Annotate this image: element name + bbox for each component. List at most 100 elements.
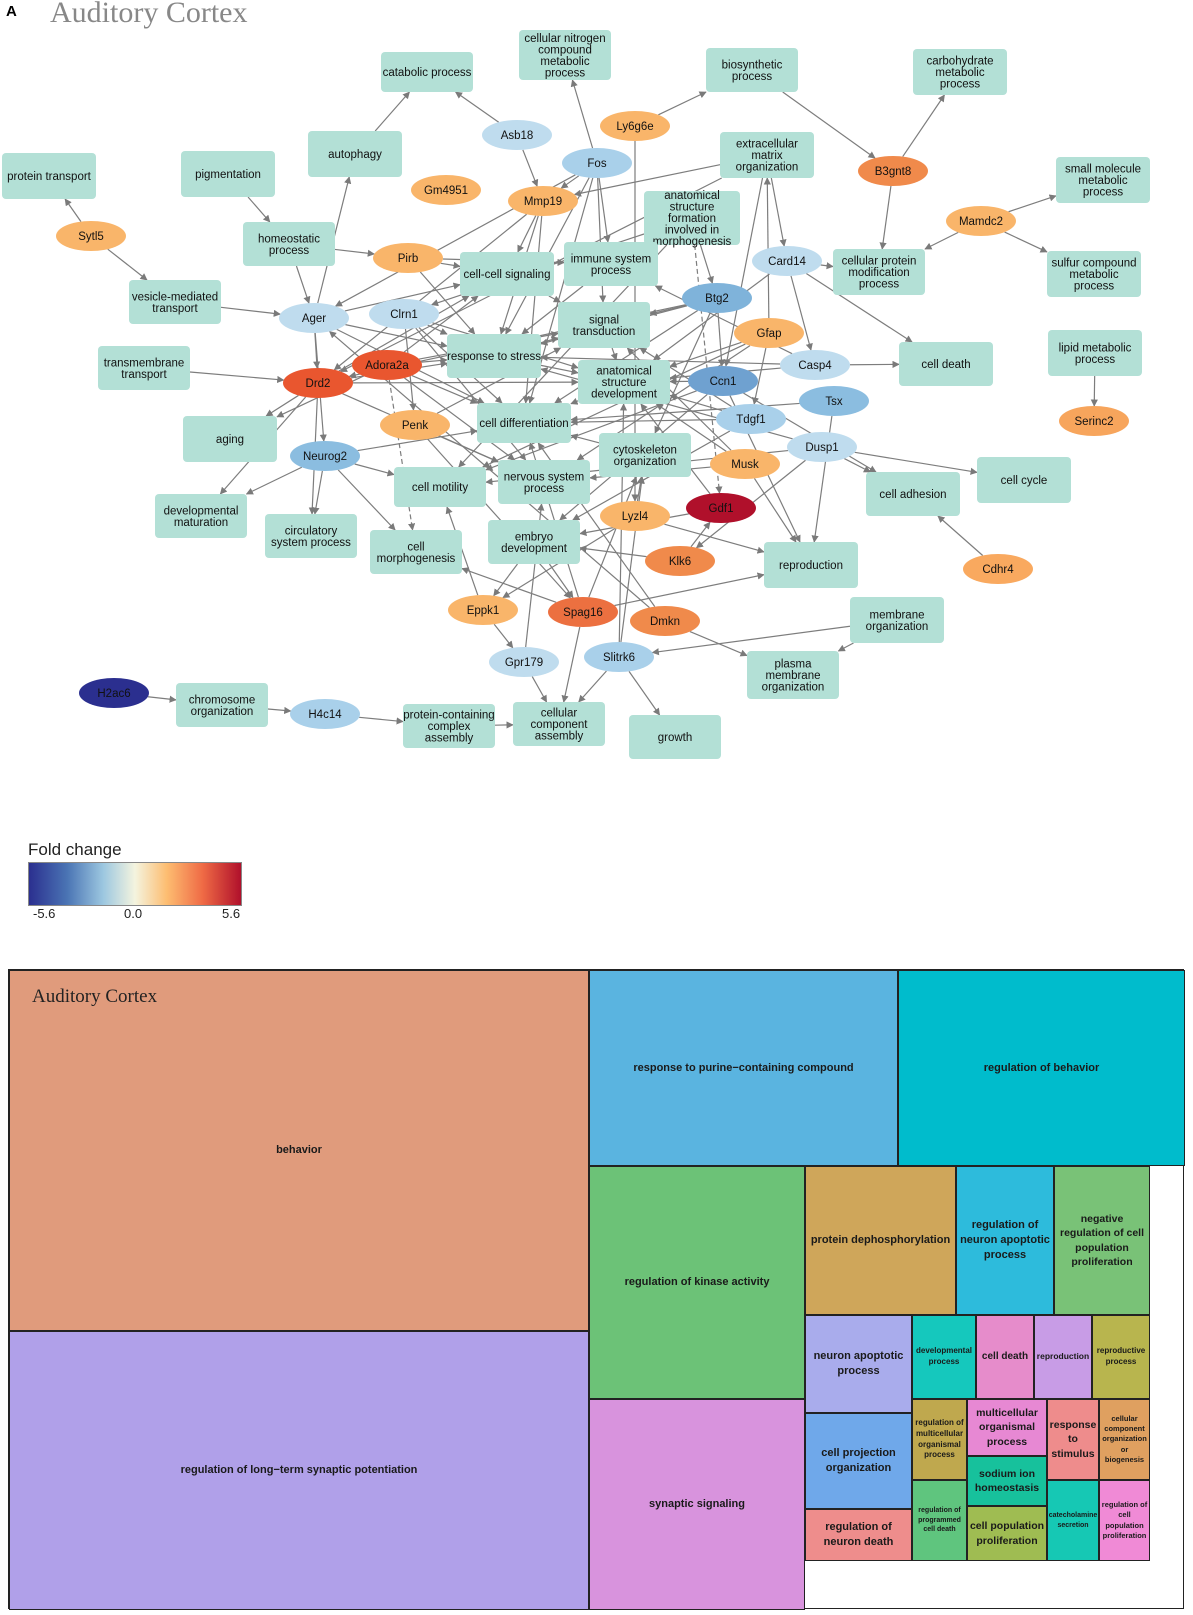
- edge-Fos-cnm: [570, 79, 594, 149]
- node-label: pigmentation: [195, 169, 261, 181]
- edge-ecm-Mmp19: [573, 164, 721, 197]
- gene-node-penk: Penk: [380, 410, 450, 440]
- gene-node-gm4951: Gm4951: [411, 175, 481, 205]
- edge-Neurog2-circ: [312, 470, 323, 515]
- go-term-node-ccs: cell-cell signaling: [460, 252, 554, 296]
- edge-Penk-nsp: [439, 435, 499, 463]
- gene-node-mamdc2: Mamdc2: [946, 206, 1016, 236]
- gene-node-clrn1: Clrn1: [369, 299, 439, 329]
- edge-Spag16-cytoskel: [588, 476, 638, 598]
- treemap-tile-developmental-process: developmental process: [912, 1315, 976, 1399]
- node-label: Fos: [587, 158, 606, 170]
- gene-node-btg2: Btg2: [682, 283, 752, 313]
- treemap-tile-cell-projection-organization: cell projection organization: [805, 1413, 912, 1509]
- gene-node-h2ac6: H2ac6: [79, 678, 149, 708]
- node-label: Ly6g6e: [616, 121, 653, 133]
- edge-Drd2-asd: [352, 378, 579, 386]
- edge-Pirb-rts: [419, 271, 476, 335]
- edge-memorg-pmo: [837, 642, 854, 652]
- node-label: Clrn1: [390, 309, 417, 321]
- edge-Btg2-sigtrans: [649, 304, 687, 317]
- edge-homeo-Ager: [295, 265, 311, 304]
- gene-node-lyzl4: Lyzl4: [600, 501, 670, 531]
- node-label: Tsx: [825, 396, 843, 408]
- edge-ecm-Card14: [770, 177, 787, 247]
- treemap-tile-reproductive-process: reproductive process: [1092, 1315, 1150, 1399]
- edge-Tdgf1-sigtrans: [639, 347, 732, 408]
- edge-Clrn1-rts: [427, 324, 448, 335]
- edge-Fos-Mmp19: [560, 175, 580, 189]
- treemap-tile-regulation-of-cell-population-proliferation: regulation of cell population proliferat…: [1099, 1480, 1150, 1561]
- gene-node-ly6g6e: Ly6g6e: [600, 111, 670, 141]
- node-label: aging: [216, 434, 244, 446]
- edge-ccs-sigtrans: [548, 295, 561, 303]
- legend-title: Fold change: [28, 840, 122, 859]
- treemap-tile-negative-regulation-of-cell-population-proliferation: negative regulation of cell population p…: [1054, 1166, 1150, 1315]
- gene-node-dmkn: Dmkn: [630, 606, 700, 636]
- gene-node-casp4: Casp4: [780, 350, 850, 380]
- node-label: Spag16: [563, 607, 603, 619]
- gene-node-card14: Card14: [752, 246, 822, 276]
- node-label: Eppk1: [467, 605, 500, 617]
- edge-Musk-asd: [655, 403, 727, 452]
- node-label: protein transport: [7, 171, 92, 183]
- edge-rts-asd: [540, 364, 579, 376]
- node-label: H2ac6: [97, 688, 130, 700]
- go-term-node-rts: response to stress: [447, 334, 541, 378]
- gene-node-ager: Ager: [279, 303, 349, 333]
- edge-embryo-Spag16: [548, 563, 574, 599]
- treemap-tile-sodium-ion-homeostasis: sodium ion homeostasis: [967, 1456, 1047, 1506]
- edge-ecm-Ccn1: [723, 177, 764, 367]
- node-label: Adora2a: [365, 360, 409, 372]
- edge-immune-rts: [521, 285, 584, 335]
- fold-change-colorbar: [28, 862, 242, 906]
- node-label: cell cycle: [1001, 475, 1048, 487]
- edge-Asb18-Mmp19: [522, 149, 539, 187]
- edge-Dusp1-cellcycle: [854, 451, 978, 475]
- edge-Adora2a-rts: [421, 356, 448, 365]
- edge-Lyzl4-repro: [664, 523, 765, 554]
- treemap-tile-protein-dephosphorylation: protein dephosphorylation: [805, 1166, 956, 1315]
- gene-node-gpr179: Gpr179: [489, 647, 559, 677]
- edge-Mamdc2-sulfur: [1004, 231, 1048, 253]
- edge-autophagy-catabolic: [374, 91, 410, 132]
- edge-tmt-Drd2: [189, 371, 285, 384]
- legend-min-label: -5.6: [33, 906, 56, 921]
- node-label: Lyzl4: [622, 511, 649, 523]
- panel-b-title: Auditory Cortex: [32, 986, 158, 1007]
- edge-pigment-homeo: [247, 196, 271, 223]
- node-label: Gpr179: [505, 657, 543, 669]
- edge-asf-Btg2: [699, 244, 714, 284]
- edge-Slitrk6-growth: [628, 671, 661, 716]
- go-term-node-aging: aging: [183, 416, 277, 462]
- node-label: Pirb: [398, 253, 418, 265]
- node-label: cell motility: [412, 482, 468, 494]
- edge-embryo-Epkk1: [493, 563, 518, 597]
- treemap-tile-behavior: behavior: [9, 970, 589, 1331]
- edge-Spag16-repro: [614, 572, 765, 607]
- treemap-tile-regulation-of-neuron-apoptotic-process: regulation of neuron apoptotic process: [956, 1166, 1054, 1315]
- node-label: Klk6: [669, 556, 691, 568]
